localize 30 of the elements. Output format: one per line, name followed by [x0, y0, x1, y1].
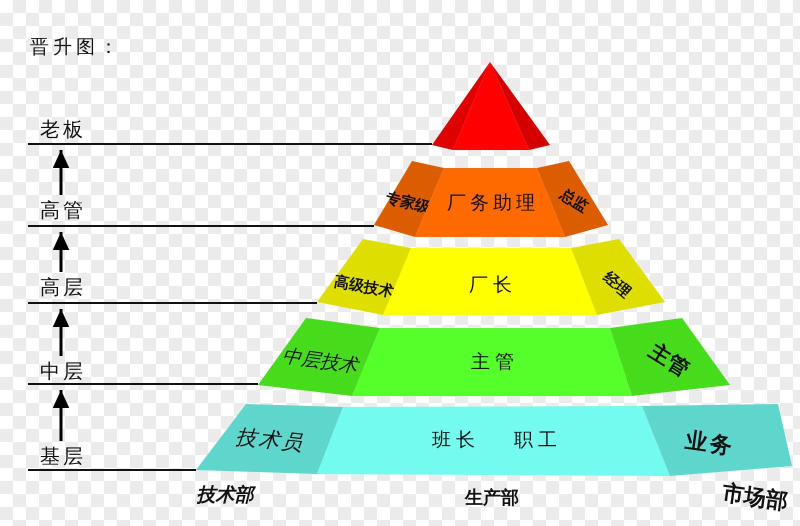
arrow [52, 309, 70, 356]
role-label: 总监 [556, 186, 592, 216]
role-label: 经理 [600, 268, 634, 302]
role-label: 主管 [644, 338, 694, 382]
level-divider [28, 445, 196, 471]
department-label: 技术部 [196, 485, 254, 507]
role-label: 中层技术 [280, 346, 360, 378]
role-label: 厂长 [469, 275, 517, 297]
department-label: 市场部 [720, 480, 790, 516]
level-divider [28, 276, 317, 304]
arrow [52, 390, 70, 441]
role-label: 技术员 [234, 424, 306, 456]
role-label: 主管 [471, 352, 519, 374]
level-label: 基层 [40, 445, 86, 468]
role-label: 厂务助理 [447, 193, 539, 215]
role-label: 业务 [683, 428, 737, 460]
role-label: 职工 [514, 430, 562, 452]
diagram-title: 晋升图： [30, 37, 122, 59]
role-label: 班长 [432, 430, 480, 452]
level-divider [28, 118, 432, 145]
level-label: 高管 [40, 199, 86, 222]
level-label: 中层 [40, 360, 86, 383]
level-label: 老板 [40, 118, 86, 141]
arrow [52, 150, 70, 195]
arrow [52, 232, 70, 272]
level-divider [28, 360, 258, 385]
level-divider [28, 199, 374, 227]
level-label: 高层 [40, 276, 86, 299]
department-label: 生产部 [465, 488, 519, 510]
role-label: 高级技术 [332, 273, 396, 301]
